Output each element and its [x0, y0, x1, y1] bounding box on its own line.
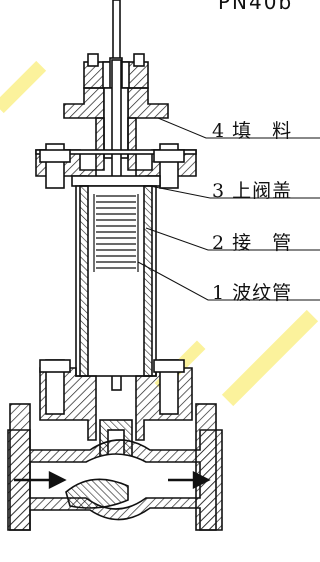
extension-pipe — [75, 185, 157, 377]
gland-flange — [63, 87, 105, 119]
stud — [87, 53, 99, 67]
label-extension-pipe: 2 接 管 — [212, 232, 293, 254]
label-packing: 4 填 料 — [212, 120, 293, 142]
leader-lines — [137, 117, 320, 301]
outlet-flange — [195, 403, 217, 531]
label-bellows: 1 波纹管 — [212, 282, 293, 304]
bonnet-plate — [71, 175, 161, 187]
label-upper-bonnet: 3 上阀盖 — [212, 180, 293, 202]
pressure-rating-header: PN40b — [218, 0, 294, 14]
valve-stem-top — [112, 0, 121, 63]
flow-arrow — [14, 471, 211, 489]
stud — [133, 53, 145, 67]
inlet-flange — [9, 403, 31, 531]
bellows — [93, 194, 139, 272]
